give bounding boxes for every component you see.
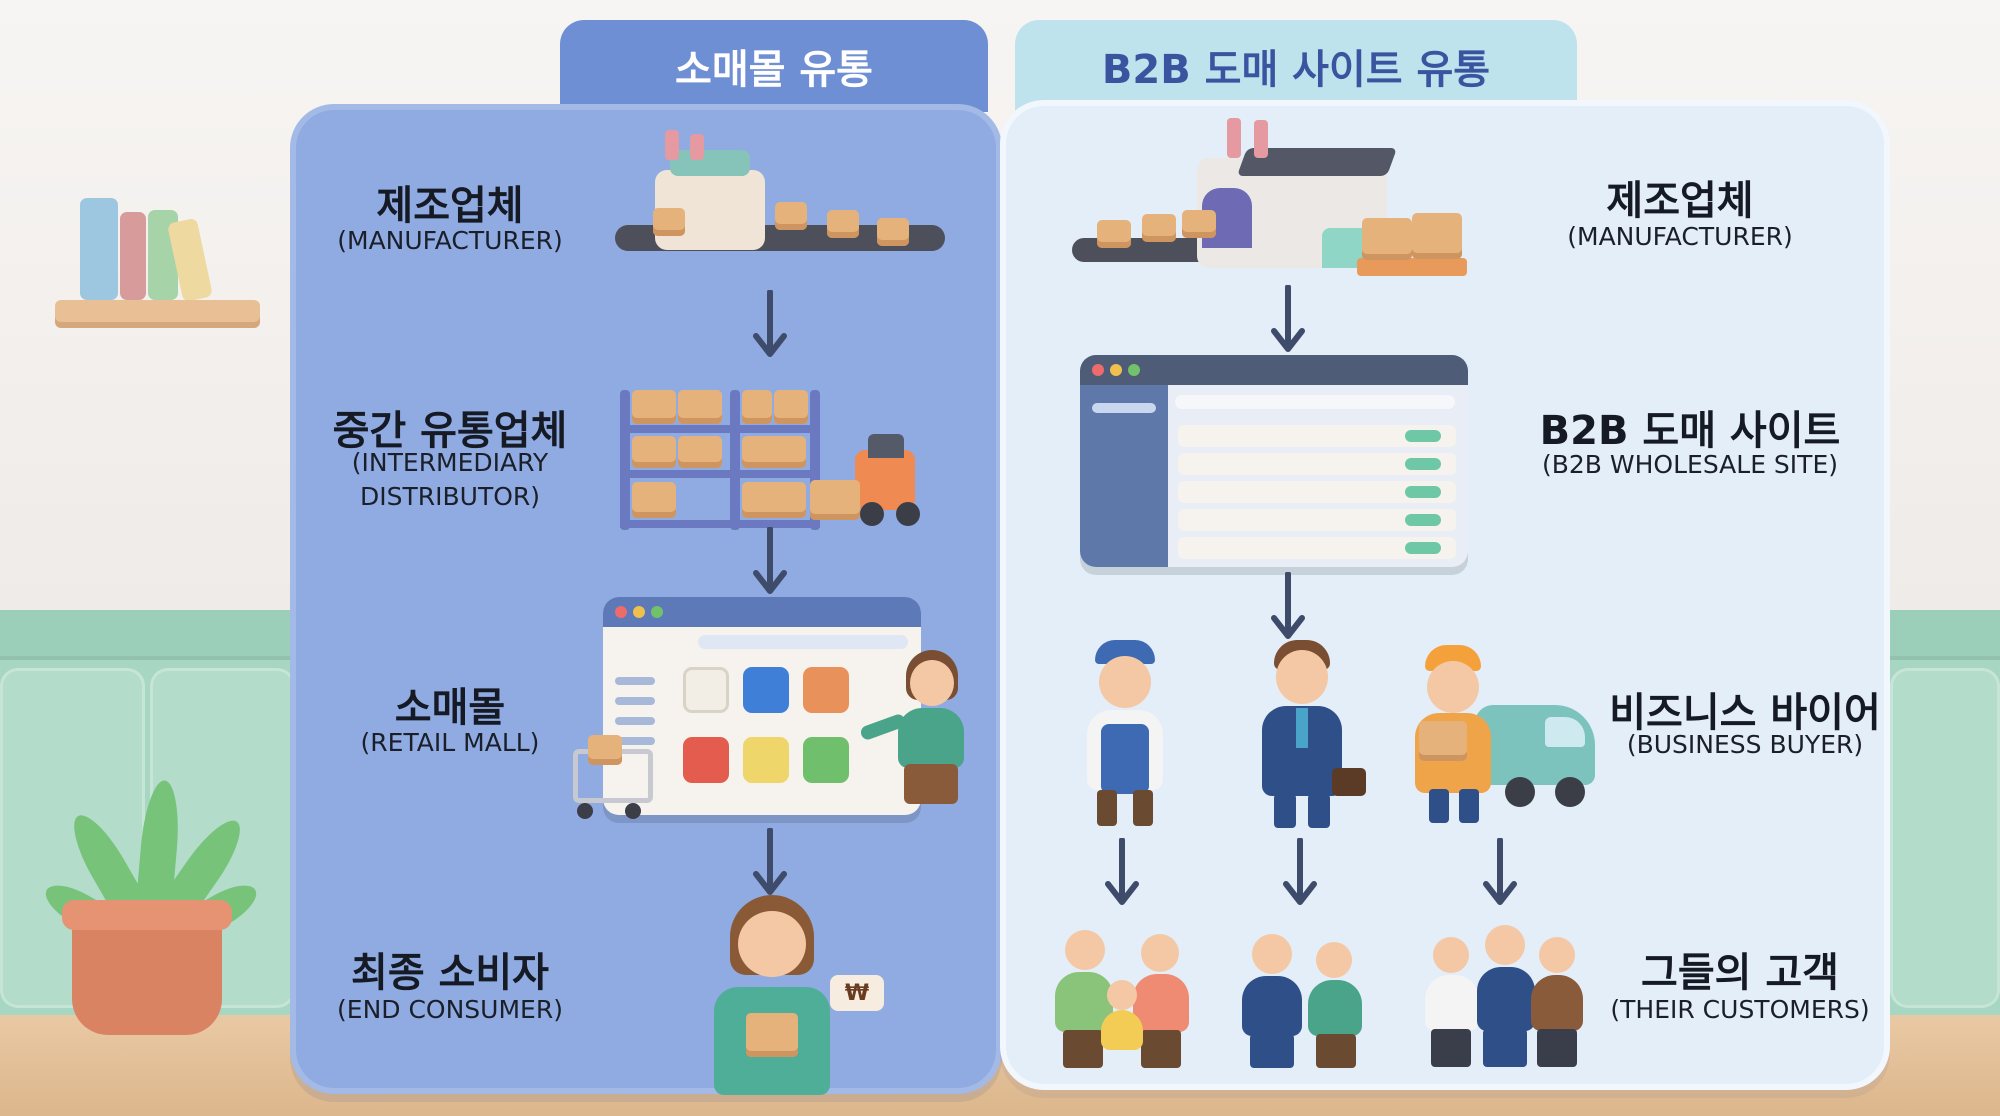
businessman-buyer-icon bbox=[1252, 640, 1366, 830]
arrow-down-icon bbox=[1271, 572, 1305, 639]
stage-subtitle: (BUSINESS BUYER) bbox=[1626, 730, 1864, 759]
arrow-down-icon bbox=[753, 527, 787, 594]
wall-shelf bbox=[55, 300, 260, 322]
plant-pot-rim bbox=[62, 900, 232, 930]
stage-title: 중간 유통업체 bbox=[332, 408, 568, 454]
book-icon bbox=[80, 198, 118, 300]
stage-subtitle: (MANUFACTURER) bbox=[1567, 222, 1793, 251]
arrow-down-icon bbox=[1483, 838, 1517, 905]
stage-subtitle: (THEIR CUSTOMERS) bbox=[1610, 995, 1870, 1024]
arrow-down-icon bbox=[1105, 838, 1139, 905]
stage-title: 비즈니스 바이어 bbox=[1609, 690, 1881, 736]
consumer-icon: ₩ bbox=[700, 895, 890, 1095]
stage-title: 제조업체 bbox=[376, 183, 524, 229]
factory-icon bbox=[615, 130, 945, 290]
wholesale-site-screen-icon bbox=[1080, 355, 1468, 567]
stage-subtitle: (INTERMEDIARY bbox=[351, 448, 549, 477]
stage-subtitle: (RETAIL MALL) bbox=[360, 728, 540, 757]
stage-title: 제조업체 bbox=[1606, 178, 1754, 224]
online-shop-screen-icon bbox=[603, 597, 921, 815]
shopping-cart-icon bbox=[563, 735, 663, 825]
family-customers-icon bbox=[1055, 930, 1195, 1070]
office-customers-icon bbox=[1425, 925, 1585, 1070]
arrow-down-icon bbox=[753, 290, 787, 357]
stage-subtitle: DISTRIBUTOR) bbox=[359, 482, 541, 511]
wall-tile bbox=[1890, 668, 2000, 1008]
couple-customers-icon bbox=[1240, 930, 1370, 1070]
right-column-title: B2B 도매 사이트 유통 bbox=[1015, 20, 1577, 112]
price-tag: ₩ bbox=[830, 975, 884, 1011]
warehouse-forklift-icon bbox=[620, 370, 940, 530]
stage-subtitle: (MANUFACTURER) bbox=[337, 226, 563, 255]
delivery-buyer-icon bbox=[1405, 645, 1605, 825]
stage-subtitle: (END CONSUMER) bbox=[337, 995, 563, 1024]
shop-staff-icon bbox=[858, 650, 980, 830]
shopkeeper-buyer-icon bbox=[1075, 640, 1175, 830]
factory-icon bbox=[1072, 118, 1472, 288]
stage-subtitle: (B2B WHOLESALE SITE) bbox=[1542, 450, 1838, 479]
plant-pot-icon bbox=[72, 910, 222, 1035]
stage-title: 그들의 고객 bbox=[1641, 950, 1839, 996]
arrow-down-icon bbox=[1283, 838, 1317, 905]
left-column-title: 소매몰 유통 bbox=[560, 20, 988, 112]
book-icon bbox=[120, 212, 146, 300]
arrow-down-icon bbox=[1271, 285, 1305, 352]
arrow-down-icon bbox=[753, 828, 787, 895]
stage-title: 최종 소비자 bbox=[351, 950, 549, 996]
stage-title: B2B 도매 사이트 bbox=[1539, 408, 1841, 454]
stage-title: 소매몰 bbox=[394, 685, 506, 731]
